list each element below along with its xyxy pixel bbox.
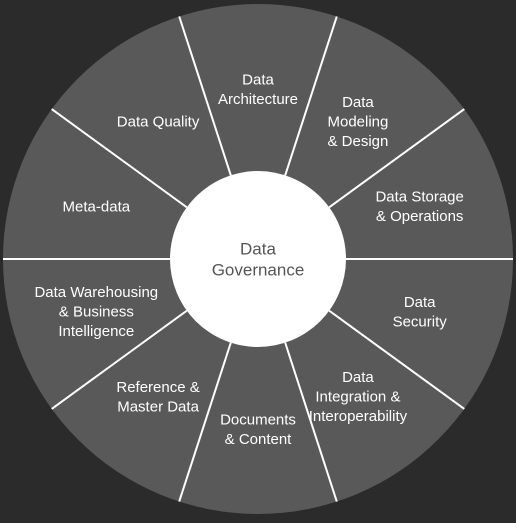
segment-dividers (3, 16, 513, 502)
segment-label-line: Data (342, 369, 374, 386)
segment-divider (51, 108, 188, 209)
segment-label-line: & Design (327, 133, 388, 150)
segment-label-line: Documents (220, 411, 296, 428)
center-label-line: Data (240, 240, 276, 259)
center-label-line: Governance (212, 261, 305, 280)
center-hub (170, 171, 346, 347)
segment-divider (284, 16, 338, 176)
segment-divider (328, 108, 465, 209)
segment-label-line: Data (342, 94, 374, 111)
segment-label-line: Security (393, 313, 448, 330)
segment-label-reference-master-data: Reference & Master Data (116, 379, 199, 416)
segment-label-line: Interoperability (309, 408, 408, 425)
segment-label-line: Intelligence (58, 323, 134, 340)
segment-label-line: Data Storage (375, 189, 463, 206)
segment-label-line: Data (242, 71, 274, 88)
segment-divider (178, 342, 232, 502)
segment-label-line: Reference & (116, 379, 199, 396)
segment-label-line: Data (404, 294, 436, 311)
segment-label-data-storage-operations: Data Storage & Operations (375, 189, 463, 226)
segment-label-line: Integration & (315, 389, 400, 406)
segment-divider (178, 16, 232, 176)
segment-label-documents-content: Documents & Content (220, 411, 296, 448)
segment-label-line: & Operations (376, 208, 464, 225)
segment-label-line: Modeling (327, 113, 388, 130)
segment-label-line: Master Data (117, 398, 199, 415)
segment-label-line: & Business (59, 304, 134, 321)
segment-label-data-quality: Data Quality (117, 113, 200, 130)
segment-divider (284, 342, 338, 502)
segment-divider (51, 309, 188, 410)
segment-label-line: Data Quality (117, 113, 200, 130)
segment-label-line: Architecture (218, 91, 298, 108)
segment-label-line: & Content (225, 431, 293, 448)
segment-divider (328, 309, 465, 410)
segment-label-meta-data: Meta-data (63, 198, 131, 215)
segment-label-line: Meta-data (63, 198, 131, 215)
segment-label-line: Data Warehousing (34, 284, 158, 301)
